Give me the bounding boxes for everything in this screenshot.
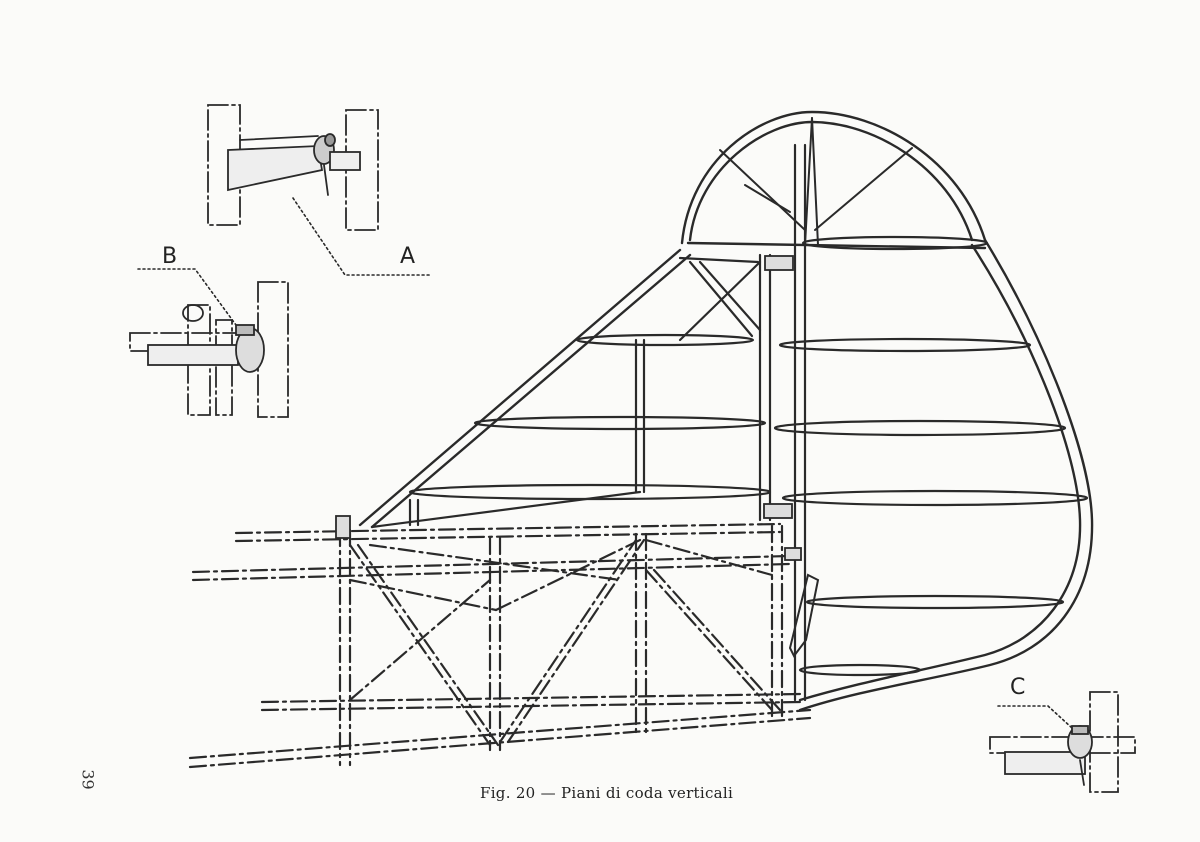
hinge-detail-c (989, 691, 1136, 793)
fuselage-frame (188, 522, 812, 769)
figure-caption: Fig. 20 — Piani di coda verticali (480, 784, 734, 802)
hinge-detail-a (207, 104, 379, 231)
rudder-horn (788, 573, 820, 658)
fin-spars (370, 143, 807, 702)
callout-b: B (162, 244, 178, 269)
hinge-detail-b (129, 281, 289, 418)
leader-a (292, 197, 431, 276)
leader-c (997, 705, 1073, 729)
rudder-ribs (773, 235, 1089, 677)
hinge-fittings (335, 255, 802, 561)
leader-b (137, 268, 237, 326)
callout-a: A (400, 244, 416, 269)
callout-c: C (1010, 675, 1026, 700)
fin-outline (358, 110, 1094, 712)
rudder-top-ribs (719, 117, 913, 246)
page-number: 39 (78, 769, 98, 790)
